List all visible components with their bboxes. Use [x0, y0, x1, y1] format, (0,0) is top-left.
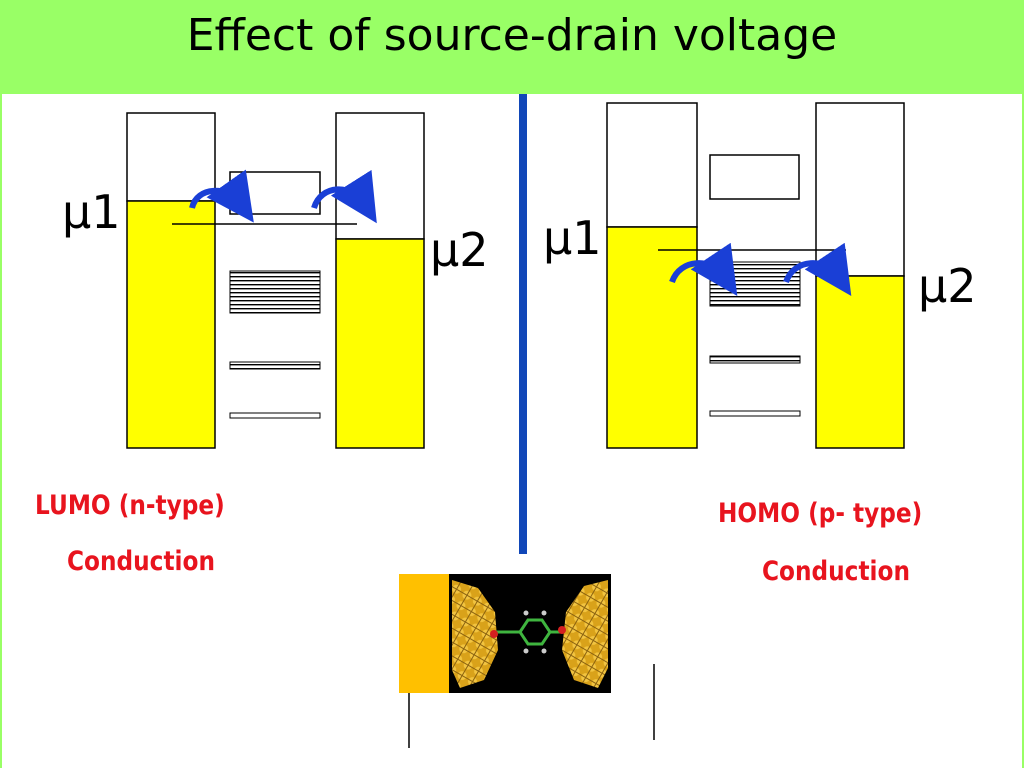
left-arrow-out: [311, 169, 377, 224]
right-caption-line1: HOMO (p- type): [718, 498, 923, 529]
left-lower-level-2: [229, 412, 321, 419]
right-lumo-level: [709, 154, 800, 200]
left-mu1-label: μ1: [62, 185, 121, 239]
right-arrow-out: [783, 242, 852, 296]
right-source-electrode-filled: [606, 226, 698, 449]
left-lower-level-1: [229, 361, 321, 370]
right-lower-level-1: [709, 355, 801, 364]
left-caption-line1: LUMO (n-type): [35, 490, 225, 521]
left-panel-diagram: μ1 μ2: [62, 112, 489, 449]
right-panel-diagram: μ1 μ2: [543, 102, 977, 449]
panel-divider: [519, 94, 527, 554]
junction-gold-bar: [399, 574, 449, 693]
junction-sulfur-right: [558, 626, 566, 634]
title-bar: Effect of source-drain voltage: [0, 0, 1024, 94]
junction-sulfur-left: [490, 630, 498, 638]
left-homo-band: [229, 270, 321, 314]
frame-border-left: [0, 94, 2, 768]
right-caption-line2: Conduction: [762, 556, 910, 587]
left-caption-line2: Conduction: [67, 546, 215, 577]
right-drain-electrode-filled: [815, 275, 905, 449]
left-drain-electrode-filled: [335, 238, 425, 449]
junction-hydrogen-atoms: [523, 610, 547, 654]
right-source-electrode-empty: [606, 102, 698, 228]
junction-left-gold-cluster: [452, 580, 498, 688]
right-homo-band: [709, 261, 801, 307]
left-lumo-level: [229, 171, 321, 215]
junction-right-gold-cluster: [562, 580, 608, 688]
right-mu2-label: μ2: [918, 259, 977, 313]
molecular-junction-image: [399, 574, 611, 693]
right-mu1-label: μ1: [543, 211, 602, 265]
left-mu2-label: μ2: [430, 223, 489, 277]
page-title: Effect of source-drain voltage: [186, 10, 838, 61]
right-arrow-in: [669, 242, 738, 296]
frame-border-right: [1022, 94, 1024, 768]
left-drain-electrode-empty: [335, 112, 425, 240]
right-lower-level-2: [709, 410, 801, 417]
left-source-electrode-empty: [126, 112, 216, 202]
right-drain-electrode-empty: [815, 102, 905, 277]
left-source-electrode-filled: [126, 200, 216, 449]
left-arrow-in: [189, 169, 254, 223]
